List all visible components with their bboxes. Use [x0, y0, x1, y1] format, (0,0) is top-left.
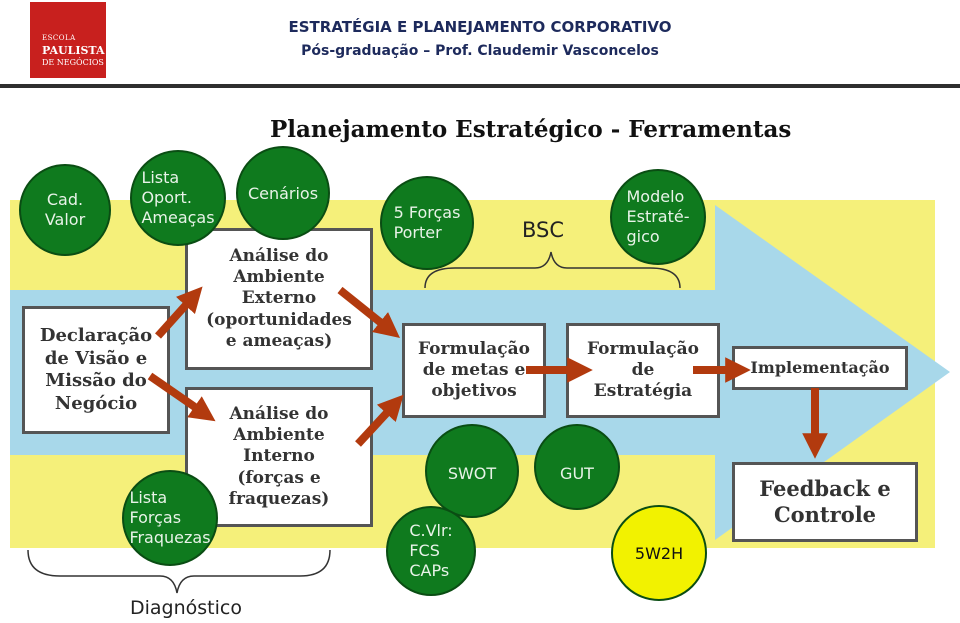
- tool-5w2h: 5W2H: [611, 505, 707, 601]
- tool-cenarios: Cenários: [236, 146, 330, 240]
- logo-line-1: ESCOLA: [42, 34, 76, 42]
- tool-lista-oportunidades-ameacas: Lista Oport. Ameaças: [130, 150, 226, 246]
- tool-gut: GUT: [534, 424, 620, 510]
- box-declaracao-visao-missao: Declaração de Visão e Missão do Negócio: [22, 306, 170, 434]
- arrow-externo-to-metas: [337, 286, 400, 338]
- arrow-interno-to-metas: [355, 394, 404, 447]
- box-implementacao: Implementação: [732, 346, 908, 390]
- box-feedback-controle: Feedback e Controle: [732, 462, 918, 542]
- diagnostico-label: Diagnóstico: [130, 597, 242, 619]
- tool-lista-forcas-fraquezas: Lista Forças Fraquezas: [122, 470, 218, 566]
- diagnostico-brace: [27, 549, 331, 594]
- tool-modelo-estrategico: Modelo Estraté- gico: [610, 169, 706, 265]
- bsc-brace: [424, 251, 681, 289]
- header-subtitle: Pós-graduação – Prof. Claudemir Vasconce…: [301, 43, 659, 59]
- tool-5-forcas-porter: 5 Forças Porter: [380, 176, 474, 270]
- tool-bsc-label: BSC: [522, 218, 565, 242]
- tool-cad-valor: Cad. Valor: [19, 164, 111, 256]
- header-title: ESTRATÉGIA E PLANEJAMENTO CORPORATIVO: [288, 18, 672, 36]
- arrow-declaracao-to-externo: [155, 286, 203, 339]
- box-analise-interno: Análise do Ambiente Interno (forças e fr…: [185, 387, 373, 527]
- diagram-title: Planejamento Estratégico - Ferramentas: [270, 116, 792, 143]
- tool-cvlr-fcs-caps: C.Vlr: FCS CAPs: [386, 506, 476, 596]
- arrow-declaracao-to-interno: [147, 372, 216, 422]
- school-logo: ESCOLA PAULISTA DE NEGÓCIOS: [30, 2, 106, 78]
- header-divider: [0, 84, 960, 88]
- tool-swot: SWOT: [425, 424, 519, 518]
- logo-line-2: PAULISTA: [42, 44, 105, 57]
- box-analise-externo: Análise do Ambiente Externo (oportunidad…: [185, 228, 373, 370]
- logo-line-3: DE NEGÓCIOS: [42, 58, 104, 67]
